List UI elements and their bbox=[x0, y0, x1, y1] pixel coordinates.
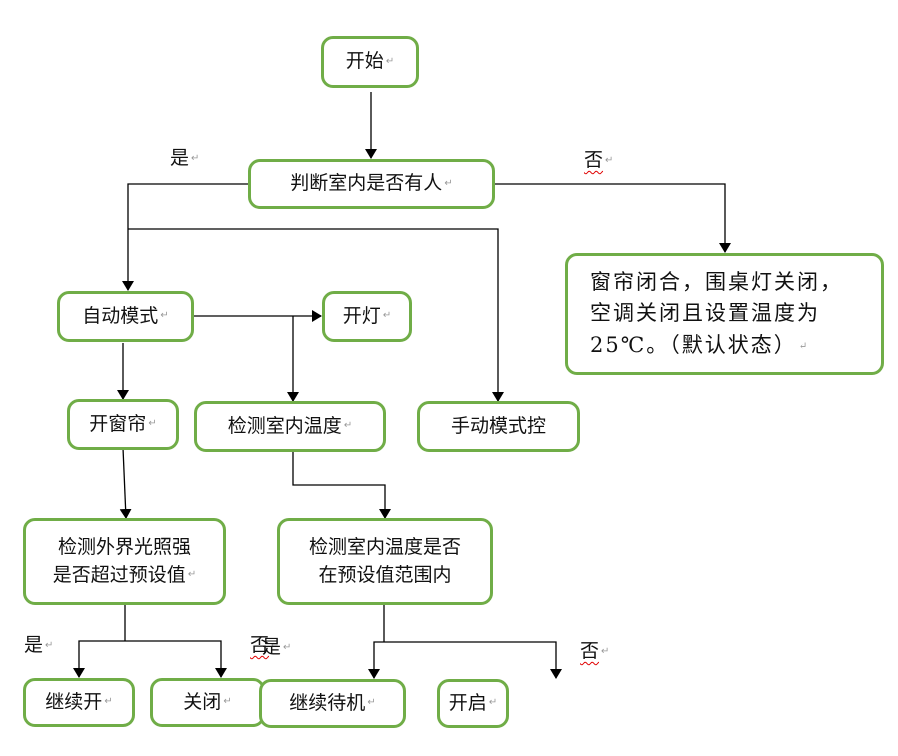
node-default-state: 窗帘闭合，围桌灯关闭， 空调关闭且设置温度为 25℃。（默认状态）↵ bbox=[565, 253, 884, 375]
node-default-state-line-2: 空调关闭且设置温度为 bbox=[590, 301, 820, 326]
label-no-temp: 否↵ bbox=[580, 640, 610, 662]
edge-checkrange-to-turnon bbox=[384, 641, 562, 679]
paragraph-mark-icon: ↵ bbox=[45, 640, 54, 651]
edge-temp-to-checkrange bbox=[292, 451, 391, 519]
paragraph-mark-icon: ↵ bbox=[283, 642, 292, 653]
node-manual-mode-text: 手动模式控 bbox=[450, 414, 546, 437]
label-no-light: 否↵ bbox=[250, 634, 280, 656]
edge-check-to-default bbox=[495, 183, 731, 253]
node-open-curtain: 开窗帘↵ bbox=[67, 399, 179, 450]
edge-check-to-manual bbox=[128, 228, 504, 402]
paragraph-mark-icon: ↵ bbox=[104, 696, 113, 708]
paragraph-mark-icon: ↵ bbox=[444, 177, 453, 189]
node-check-temp-range-line-1: 检测室内温度是否 bbox=[308, 535, 461, 558]
edge-checklight-to-keepopen bbox=[73, 640, 125, 678]
paragraph-mark-icon: ↵ bbox=[160, 310, 169, 322]
edge-checkrange-to-standby bbox=[368, 641, 384, 679]
node-check-occupancy: 判断室内是否有人↵ bbox=[248, 159, 495, 209]
label-yes-occupancy: 是↵ bbox=[170, 147, 200, 169]
node-keep-standby: 继续待机↵ bbox=[259, 679, 406, 728]
paragraph-mark-icon: ↵ bbox=[488, 697, 498, 709]
label-yes-temp: 是↵ bbox=[262, 636, 292, 658]
node-auto-mode: 自动模式↵ bbox=[57, 291, 194, 342]
paragraph-mark-icon: ↵ bbox=[601, 646, 610, 657]
node-manual-mode: 手动模式控 bbox=[417, 401, 580, 452]
paragraph-mark-icon: ↵ bbox=[382, 310, 392, 322]
node-close: 关闭↵ bbox=[150, 678, 265, 727]
node-check-temp-range: 检测室内温度是否 在预设值范围内 bbox=[277, 518, 493, 605]
node-start-text: 开始 bbox=[345, 50, 384, 73]
node-check-light: 检测外界光照强 是否超过预设值↵ bbox=[23, 518, 226, 605]
label-yes-light: 是↵ bbox=[24, 634, 54, 656]
node-check-light-line-2: 是否超过预设值 bbox=[52, 563, 186, 586]
paragraph-mark-icon: ↵ bbox=[148, 418, 157, 430]
node-open-curtain-text: 开窗帘 bbox=[89, 412, 147, 435]
paragraph-mark-icon: ↵ bbox=[798, 340, 810, 352]
paragraph-mark-icon: ↵ bbox=[343, 420, 353, 432]
node-check-light-line-1: 检测外界光照强 bbox=[57, 535, 191, 558]
edge-checklight-to-close bbox=[125, 640, 227, 678]
node-turn-on: 开启↵ bbox=[437, 679, 509, 728]
node-check-occupancy-text: 判断室内是否有人 bbox=[290, 172, 443, 195]
paragraph-mark-icon: ↵ bbox=[187, 568, 197, 580]
node-detect-temp: 检测室内温度↵ bbox=[194, 401, 386, 452]
node-detect-temp-text: 检测室内温度 bbox=[227, 414, 342, 437]
paragraph-mark-icon: ↵ bbox=[385, 55, 395, 67]
paragraph-mark-icon: ↵ bbox=[271, 640, 280, 651]
paragraph-mark-icon: ↵ bbox=[367, 697, 376, 709]
node-start: 开始↵ bbox=[321, 36, 419, 88]
node-turn-on-text: 开启 bbox=[448, 691, 487, 714]
node-close-text: 关闭 bbox=[183, 690, 222, 713]
paragraph-mark-icon: ↵ bbox=[191, 153, 200, 164]
node-keep-open-text: 继续开 bbox=[45, 690, 103, 713]
node-default-state-line-3: 25℃。（默认状态） bbox=[590, 332, 797, 357]
node-auto-mode-text: 自动模式 bbox=[82, 304, 159, 327]
label-no-occupancy: 否↵ bbox=[584, 149, 614, 171]
node-light-on: 开灯↵ bbox=[322, 291, 412, 342]
node-check-temp-range-line-2: 在预设值范围内 bbox=[318, 563, 452, 586]
edge-curtain-to-checklight bbox=[119, 447, 132, 519]
paragraph-mark-icon: ↵ bbox=[223, 696, 232, 708]
node-default-state-line-1: 窗帘闭合，围桌灯关闭， bbox=[590, 269, 843, 294]
paragraph-mark-icon: ↵ bbox=[605, 155, 614, 166]
node-keep-standby-text: 继续待机 bbox=[289, 691, 366, 714]
edge-check-to-auto bbox=[122, 183, 248, 291]
node-keep-open: 继续开↵ bbox=[23, 678, 135, 727]
node-light-on-text: 开灯 bbox=[342, 304, 381, 327]
